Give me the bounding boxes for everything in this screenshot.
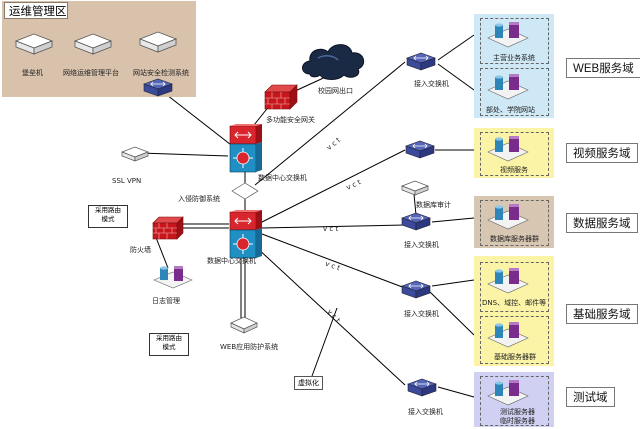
bastion-label: 堡垒机 (22, 69, 43, 77)
test-server-frame (480, 376, 549, 426)
access-switch-web-label: 接入交换机 (414, 80, 449, 88)
test-domain-label: 测试域 (566, 387, 615, 407)
core-switch-top-icon (229, 124, 262, 173)
virtualization-label: 虚拟化 (298, 379, 319, 387)
web-domain-label: WEB服务域 (566, 58, 640, 78)
base-server1-icon (487, 268, 529, 294)
waf-label: WEB应用防护系统 (220, 343, 279, 351)
netops-server-icon (73, 33, 113, 55)
core-switch-main-label: 数据中心交换机 (207, 257, 256, 265)
web-server2-icon (487, 74, 529, 100)
db-audit-label: 数据库审计 (416, 201, 451, 209)
web-server2-frame (480, 68, 549, 116)
ops-zone-title: 运维管理区 (9, 6, 67, 18)
multi-gateway-label: 多功能安全网关 (266, 116, 315, 124)
data-server-frame (480, 200, 549, 246)
test-server1-label: 测试服务器 (500, 408, 535, 416)
campus-cloud-icon (302, 44, 365, 80)
routing-mode-note-1-text: 采用路由 模式 (95, 206, 121, 223)
base-server1-frame (480, 262, 549, 312)
access-switch-test-icon (407, 378, 437, 397)
firewall-icon (152, 216, 184, 240)
access-switch-web-icon (406, 52, 436, 71)
ops-zone-title-box (4, 2, 68, 19)
data-server-label: 数据库服务器群 (490, 235, 539, 243)
base-server1-label: DNS、域控、邮件等 (482, 299, 547, 307)
web-server1-label: 主营业务系统 (493, 54, 535, 62)
log-mgmt-server-icon (153, 266, 193, 289)
data-domain-label: 数据服务域 (566, 213, 638, 233)
core-switch-main-icon (229, 210, 262, 259)
db-audit-icon (401, 180, 429, 196)
video-server-label: 视频服务 (500, 166, 528, 174)
base-server2-icon (487, 322, 529, 348)
firewall-label: 防火墙 (130, 246, 151, 254)
access-switch-video-icon (405, 140, 435, 159)
routing-mode-note-1: 采用路由 模式 (88, 205, 128, 228)
link-label-data: v c t (323, 225, 339, 233)
core-switch-top-label: 数据中心交换机 (258, 174, 307, 182)
websec-label: 网站安全检测系统 (133, 69, 189, 77)
routing-mode-note-2-text: 采用路由 模式 (156, 334, 182, 351)
ids-label: 入侵防御系统 (178, 195, 220, 203)
base-server2-label: 基础服务器群 (494, 353, 536, 361)
access-switch-data-icon (401, 212, 431, 231)
access-switch-test-label: 接入交换机 (408, 408, 443, 416)
routing-mode-note-2: 采用路由 模式 (149, 333, 189, 356)
ids-icon (231, 182, 259, 200)
virtualization-note: 虚拟化 (294, 376, 323, 390)
video-domain-label: 视频服务域 (566, 143, 638, 163)
video-server-icon (487, 136, 529, 162)
test-server2-label: 临时服务器 (500, 417, 535, 425)
video-server-frame (480, 132, 549, 176)
ops-switch-icon (143, 78, 173, 97)
ssl-vpn-icon (121, 146, 149, 162)
access-switch-base-label: 接入交换机 (404, 310, 439, 318)
data-server-icon (487, 204, 529, 230)
base-server2-frame (480, 316, 549, 364)
websec-server-icon (138, 31, 178, 53)
multi-gateway-firewall-icon (264, 84, 298, 110)
log-mgmt-label: 日志管理 (152, 297, 180, 305)
web-server1-frame (480, 18, 549, 64)
access-switch-base-icon (401, 280, 431, 299)
waf-icon (230, 316, 258, 334)
base-domain-label: 基础服务域 (566, 304, 638, 324)
bastion-server-icon (14, 33, 54, 55)
access-switch-data-label: 接入交换机 (404, 241, 439, 249)
web-server1-icon (487, 22, 529, 48)
web-server2-label: 部处、学院网站 (486, 106, 535, 114)
netops-label: 网络运维管理平台 (63, 69, 119, 77)
ssl-vpn-label: SSL VPN (112, 177, 142, 185)
campus-exit-label: 校园网出口 (318, 87, 353, 95)
test-server-icon (487, 380, 529, 406)
